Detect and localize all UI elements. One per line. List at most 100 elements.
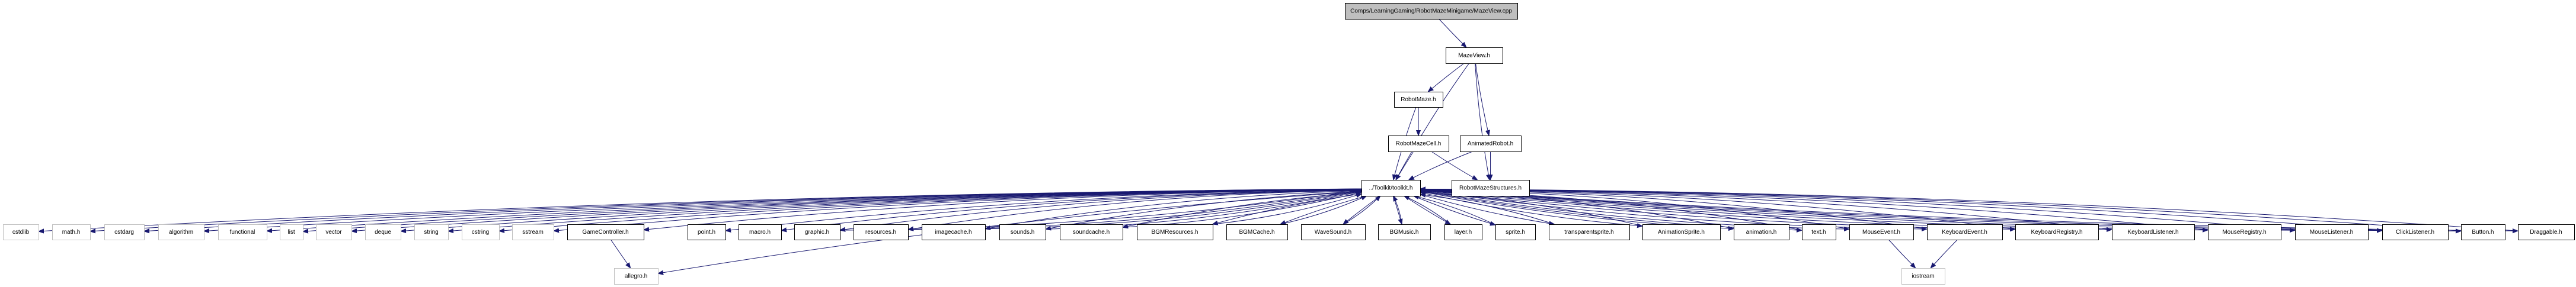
node-math-h: math.h xyxy=(52,224,91,240)
node-label: sstream xyxy=(522,229,544,236)
node-imagecache-h[interactable]: imagecache.h xyxy=(922,224,986,240)
node-box xyxy=(1446,47,1503,64)
edge-mouseevent-h-to-iostream xyxy=(1888,239,1915,268)
node-robotmazecell-h[interactable]: RobotMazeCell.h xyxy=(1388,136,1449,152)
node-label: MouseListener.h xyxy=(2310,229,2353,236)
node-box xyxy=(1495,224,1536,240)
node-box xyxy=(739,224,782,240)
node-box xyxy=(52,224,91,240)
node-animation-h[interactable]: animation.h xyxy=(1734,224,1789,240)
edge-sprite-h-to-toolkit-h xyxy=(1414,196,1496,225)
node-box xyxy=(2461,224,2505,240)
node-list: list xyxy=(280,224,303,240)
node-box xyxy=(316,224,352,240)
node-keyboardregistry-h[interactable]: KeyboardRegistry.h xyxy=(2015,224,2099,240)
node-keyboardevent-h[interactable]: KeyboardEvent.h xyxy=(1927,224,2003,240)
node-box xyxy=(2382,224,2449,240)
node-box xyxy=(1901,268,1945,285)
node-sounds-h[interactable]: sounds.h xyxy=(999,224,1046,240)
node-box xyxy=(1460,136,1522,152)
edge-toolkit-h-to-point-h xyxy=(726,189,1362,231)
edge-toolkit-h-to-animation-h xyxy=(1420,191,1734,228)
node-wavesound-h[interactable]: WaveSound.h xyxy=(1301,224,1366,240)
node-cstring: cstring xyxy=(462,224,500,240)
node-box xyxy=(512,224,554,240)
node-gamecontroller-h[interactable]: GameController.h xyxy=(567,224,644,240)
node-box xyxy=(1734,224,1789,240)
node-box xyxy=(158,224,204,240)
edge-toolkit-h-to-wavesound-h xyxy=(1343,195,1381,224)
node-draggable-h[interactable]: Draggable.h xyxy=(2518,224,2575,240)
node-box xyxy=(1802,224,1836,240)
node-bgmusic-h[interactable]: BGMusic.h xyxy=(1378,224,1431,240)
node-box xyxy=(3,224,39,240)
node-mouseevent-h[interactable]: MouseEvent.h xyxy=(1849,224,1914,240)
node-mouseregistry-h[interactable]: MouseRegistry.h xyxy=(2208,224,2281,240)
node-box xyxy=(614,268,659,285)
node-box xyxy=(688,224,726,240)
node-cstdlib: cstdlib xyxy=(3,224,39,240)
node-label: macro.h xyxy=(749,229,771,236)
edges-layer xyxy=(39,18,2519,273)
edge-draggable-h-to-toolkit-h xyxy=(1420,189,2519,231)
edge-toolkit-h-to-animationsprite-h xyxy=(1420,192,1642,226)
node-root[interactable]: Comps/LearningGaming/RobotMazeMinigame/M… xyxy=(1345,3,1518,20)
node-box xyxy=(1137,224,1213,240)
node-resources-h[interactable]: resources.h xyxy=(854,224,909,240)
edge-toolkit-h-to-resources-h xyxy=(908,190,1362,230)
node-soundcache-h[interactable]: soundcache.h xyxy=(1060,224,1123,240)
edge-bgmresources-h-to-toolkit-h xyxy=(1212,194,1361,225)
node-clicklistener-h[interactable]: ClickListener.h xyxy=(2382,224,2449,240)
node-label: BGMResources.h xyxy=(1152,229,1198,236)
node-box xyxy=(1378,224,1431,240)
node-label: cstring xyxy=(472,229,489,236)
node-robotmaze-h[interactable]: RobotMaze.h xyxy=(1394,92,1443,108)
edge-gamecontroller-h-to-allegro-h xyxy=(611,239,631,268)
node-transparentsprite-h[interactable]: transparentsprite.h xyxy=(1549,224,1630,240)
node-bgmcache-h[interactable]: BGMCache.h xyxy=(1226,224,1288,240)
node-box xyxy=(1444,224,1482,240)
node-animatedrobot-h[interactable]: AnimatedRobot.h xyxy=(1460,136,1522,152)
node-bgmresources-h[interactable]: BGMResources.h xyxy=(1137,224,1213,240)
node-label: list xyxy=(287,229,295,236)
node-macro-h[interactable]: macro.h xyxy=(739,224,782,240)
node-layer-h[interactable]: layer.h xyxy=(1444,224,1482,240)
node-box xyxy=(218,224,267,240)
node-box xyxy=(2015,224,2099,240)
node-label: math.h xyxy=(62,229,81,236)
node-robotmazestructures-h[interactable]: RobotMazeStructures.h xyxy=(1452,180,1530,196)
node-keyboardlistener-h[interactable]: KeyboardListener.h xyxy=(2112,224,2195,240)
node-label: text.h xyxy=(1811,229,1826,236)
node-sprite-h[interactable]: sprite.h xyxy=(1495,224,1536,240)
node-box xyxy=(1361,180,1421,196)
edge-robotmazecell-h-to-robotmazestructures-h xyxy=(1431,151,1478,180)
node-box xyxy=(2518,224,2575,240)
edge-toolkit-h-to-bgmresources-h xyxy=(1213,194,1362,224)
edge-layer-h-to-toolkit-h xyxy=(1404,196,1451,225)
edge-toolkit-h-to-imagecache-h xyxy=(985,191,1362,229)
edge-mouselistener-h-to-toolkit-h xyxy=(1420,189,2296,231)
node-box xyxy=(1642,224,1721,240)
node-label: allegro.h xyxy=(625,273,647,280)
node-mouselistener-h[interactable]: MouseListener.h xyxy=(2295,224,2369,240)
node-graphic-h[interactable]: graphic.h xyxy=(794,224,840,240)
node-point-h[interactable]: point.h xyxy=(688,224,726,240)
node-mazeview-h[interactable]: MazeView.h xyxy=(1446,47,1503,64)
node-box xyxy=(1452,180,1530,196)
node-label: MouseEvent.h xyxy=(1862,229,1900,236)
node-label: RobotMaze.h xyxy=(1401,96,1436,103)
node-label: MouseRegistry.h xyxy=(2222,229,2266,236)
edge-toolkit-h-to-sprite-h xyxy=(1413,195,1495,225)
node-label: cstdlib xyxy=(12,229,30,236)
node-toolkit-h[interactable]: ../Toolkit/toolkit.h xyxy=(1361,180,1421,196)
edge-bgmcache-h-to-toolkit-h xyxy=(1280,196,1367,225)
node-button-h[interactable]: Button.h xyxy=(2461,224,2505,240)
node-label: ClickListener.h xyxy=(2396,229,2434,236)
node-box xyxy=(922,224,986,240)
node-text-h[interactable]: text.h xyxy=(1802,224,1836,240)
edge-toolkit-h-to-bgmusic-h xyxy=(1393,195,1402,224)
node-sstream: sstream xyxy=(512,224,554,240)
node-box xyxy=(567,224,644,240)
node-animationsprite-h[interactable]: AnimationSprite.h xyxy=(1642,224,1721,240)
